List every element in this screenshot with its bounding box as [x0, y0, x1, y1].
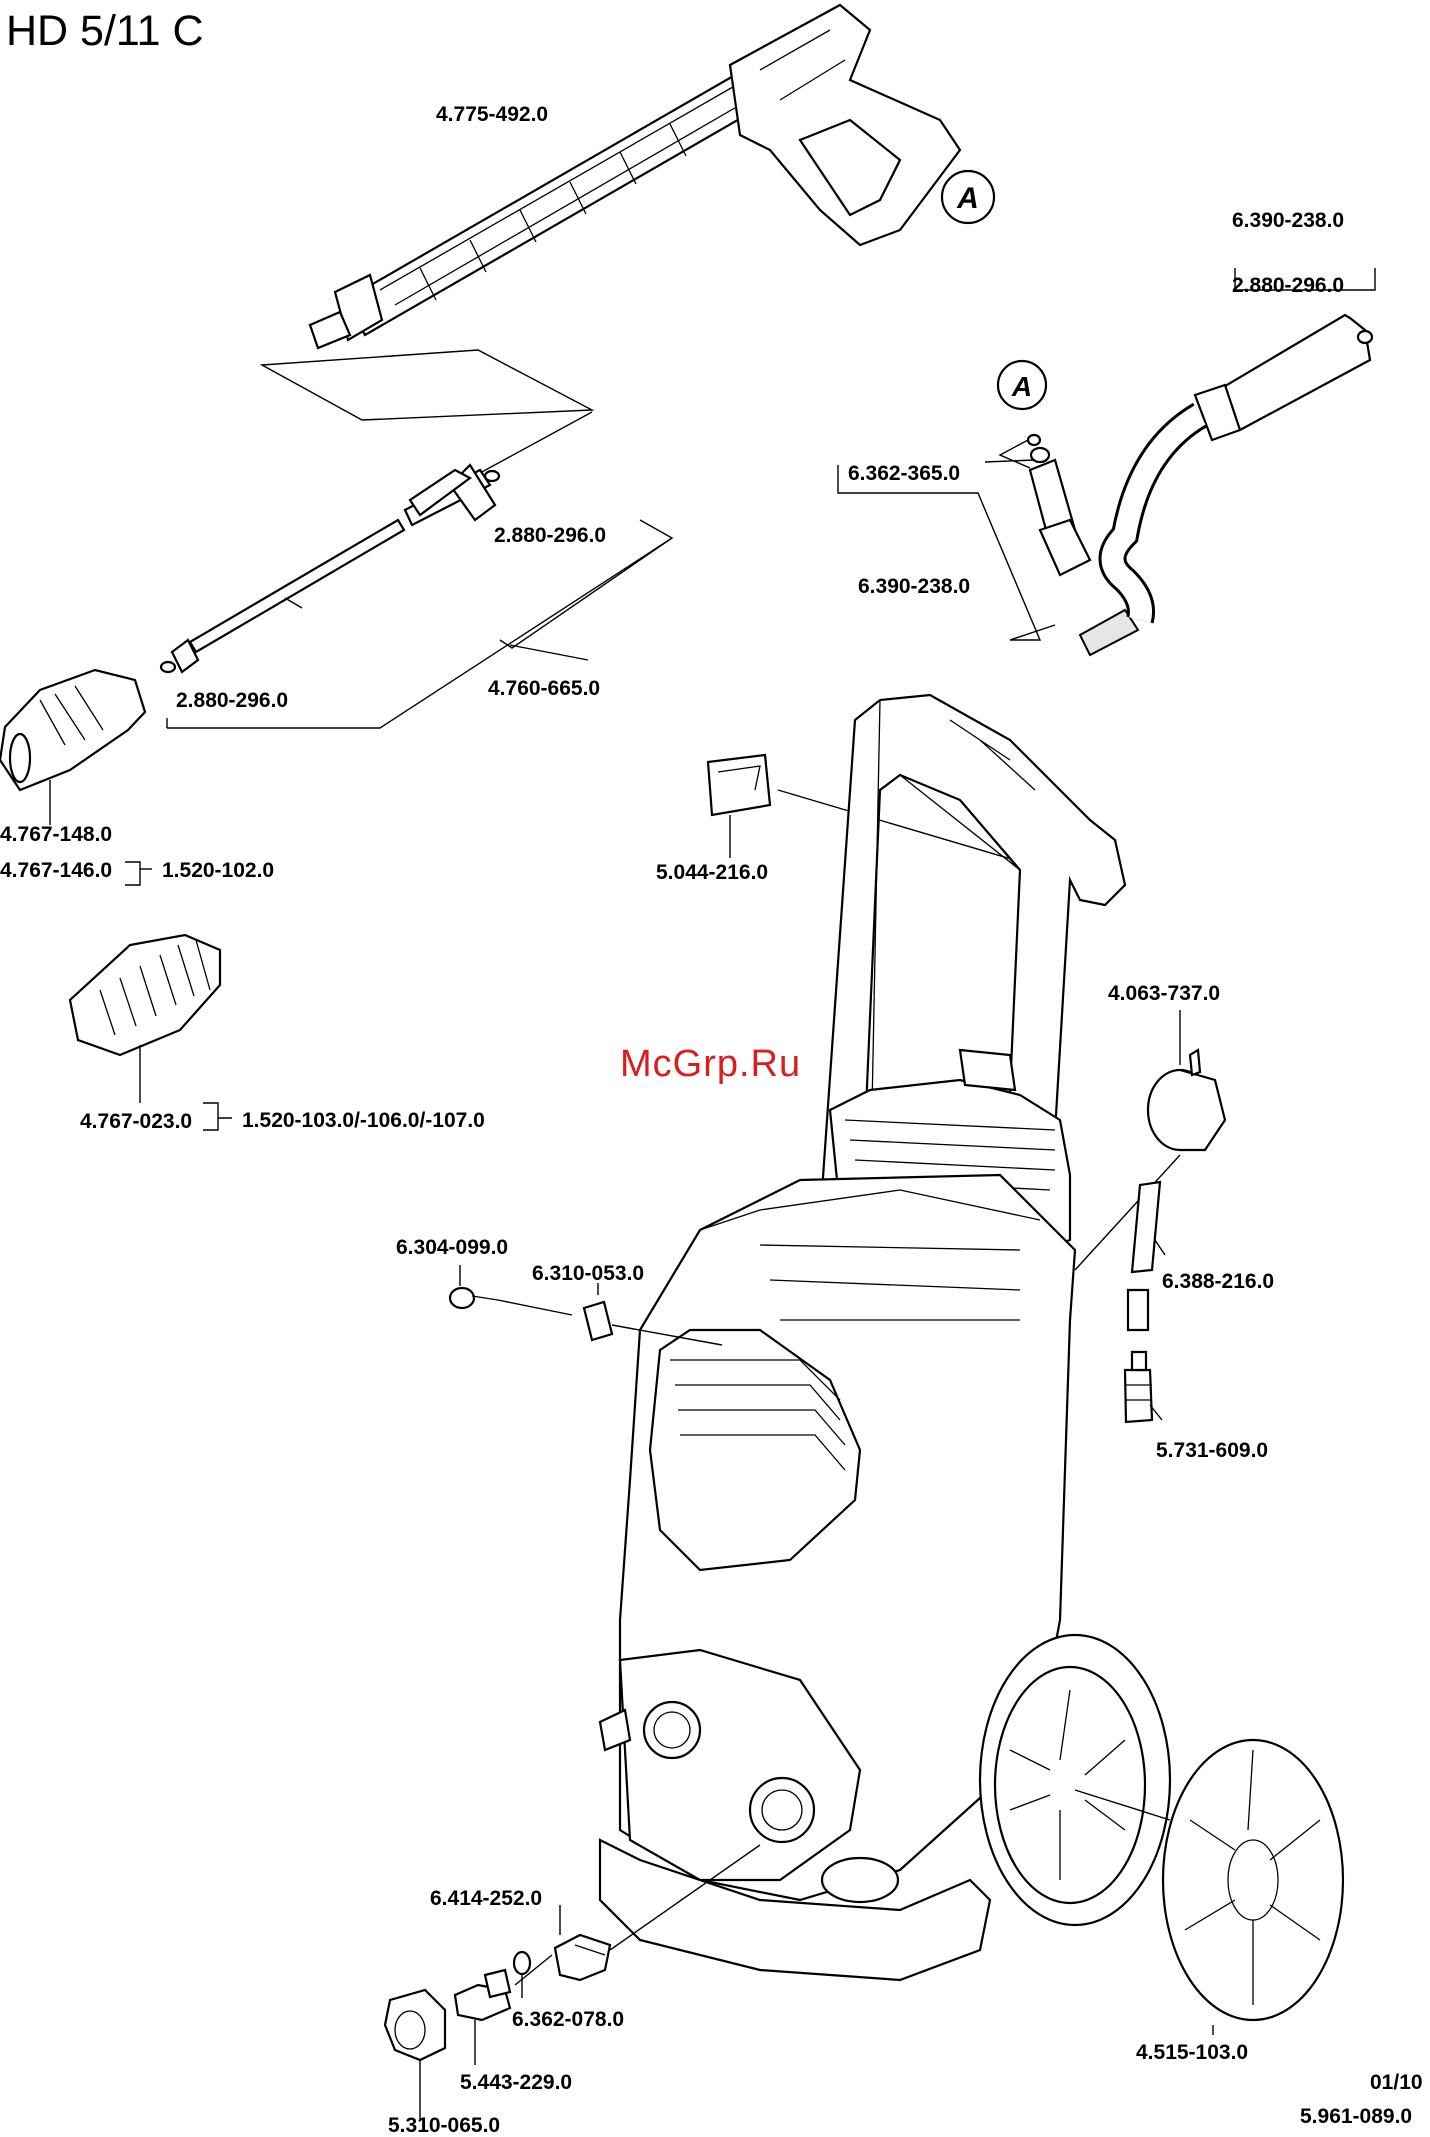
page-title: HD 5/11 C: [6, 7, 204, 55]
label-nozzle-b-ref: 1.520-102.0: [162, 859, 275, 882]
lance-leader: [259, 349, 595, 421]
label-hose: 6.390-238.0: [858, 575, 971, 598]
hose-part: [1078, 313, 1374, 657]
label-adapter: 5.443-229.0: [460, 2071, 573, 2094]
pressure-washer-body: [598, 693, 1172, 1982]
label-filter: 5.731-609.0: [1156, 1439, 1269, 1462]
clamp-part: [582, 1300, 614, 1342]
label-rotor-ref: 1.520-103.0/-106.0/-107.0: [242, 1109, 485, 1132]
adapter-part: [453, 1968, 512, 2022]
label-inlet-coupling: 6.414-252.0: [430, 1887, 543, 1910]
callout-a-letter: A: [956, 182, 979, 215]
label-date: 01/10: [1370, 2071, 1423, 2094]
callout-a-letter-2: A: [1011, 371, 1032, 402]
label-clip: 5.044-216.0: [656, 861, 769, 884]
label-clamp: 6.310-053.0: [532, 1262, 645, 1285]
label-screw: 6.304-099.0: [396, 1236, 509, 1259]
label-doc-number: 5.961-089.0: [1300, 2105, 1413, 2128]
wheel-cap-part: [1161, 1738, 1345, 2022]
label-union-nut: 5.310-065.0: [388, 2114, 501, 2137]
label-oring-top: 2.880-296.0: [1232, 274, 1345, 297]
callout-a-icon-2: [996, 359, 1048, 411]
label-wheel-cap: 4.515-103.0: [1136, 2041, 1249, 2064]
label-nozzle-a: 4.767-148.0: [0, 823, 113, 846]
label-spray-lance: 4.760-665.0: [488, 677, 601, 700]
suction-tube-part: [1123, 1180, 1162, 1424]
label-oring-lance: 2.880-296.0: [176, 689, 289, 712]
label-nozzle-b: 4.767-146.0: [0, 859, 113, 882]
lance-part: [308, 3, 962, 350]
spray-lance-part: [159, 463, 501, 674]
label-oring-mid: 2.880-296.0: [494, 524, 607, 547]
label-hose-set: 6.390-238.0: [1232, 209, 1345, 232]
clip-part: [706, 753, 772, 817]
watermark: McGrp.Ru: [620, 1043, 802, 1085]
label-nipple: 6.362-365.0: [848, 462, 961, 485]
oring-inlet-part: [512, 1950, 532, 1976]
label-rotor: 4.767-023.0: [80, 1110, 193, 1133]
label-detergent-unit: 4.063-737.0: [1108, 982, 1221, 1005]
callout-a-icon: [940, 169, 996, 225]
label-lance: 4.775-492.0: [436, 103, 549, 126]
inlet-coupling-part: [553, 1933, 612, 1982]
rotor-nozzle-part: [68, 933, 222, 1057]
label-tube: 6.388-216.0: [1162, 1270, 1275, 1293]
detergent-unit-part: [1146, 1048, 1227, 1152]
union-nut-part: [383, 1988, 447, 2062]
nozzle-part: [0, 668, 147, 792]
screw-part: [448, 1286, 499, 1310]
hose-nipple-part: [1026, 433, 1092, 577]
label-oring-inlet: 6.362-078.0: [512, 2008, 625, 2031]
